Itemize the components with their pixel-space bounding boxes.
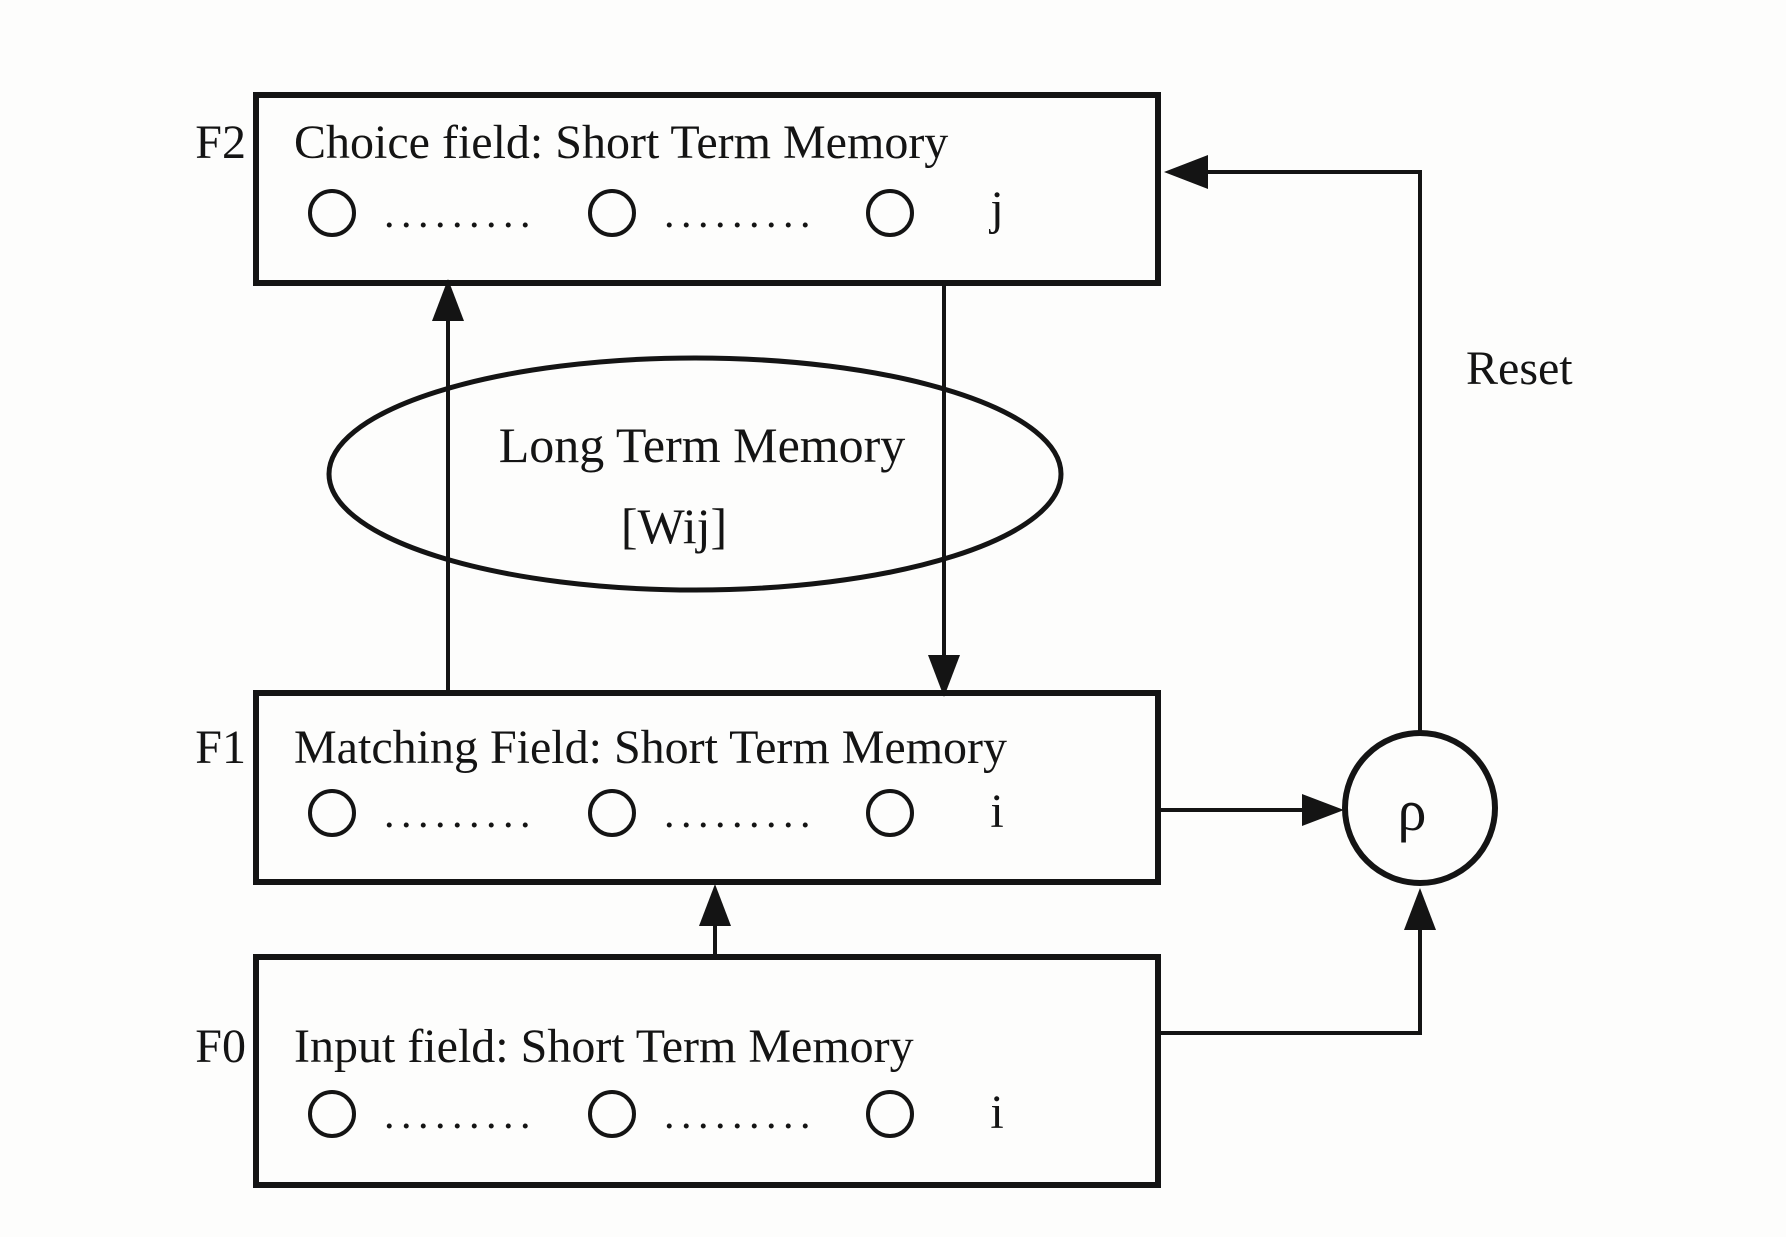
f1-title: Matching Field: Short Term Memory (294, 721, 1007, 774)
f0-node-index: i (990, 1086, 1003, 1139)
f2-node-circle (866, 189, 914, 237)
arrow-right-head (1302, 794, 1344, 826)
f1-dots: ......... (384, 791, 537, 837)
arrow-f1-to-vigilance (1160, 794, 1344, 826)
f0-tag: F0 (195, 1020, 246, 1073)
arrow-f0-to-vigilance-path (1160, 928, 1422, 1035)
arrow-f1-to-f2 (432, 279, 464, 693)
f0-node-circle (308, 1090, 356, 1138)
f2-box-rect (253, 92, 1161, 286)
arrow-up-head (699, 884, 731, 926)
f2-node-circle (308, 189, 356, 237)
arrow-left-head (1164, 155, 1208, 189)
ltm-title: Long Term Memory (499, 417, 906, 473)
f2-field-box: F2 Choice field: Short Term Memory .....… (195, 92, 1161, 286)
ltm-ellipse-group: Long Term Memory [Wij] (326, 355, 1064, 593)
f2-node-index: j (988, 182, 1003, 235)
f2-dots: ......... (384, 191, 537, 237)
arrow-up-head (1404, 888, 1436, 930)
f0-field-box: F0 Input field: Short Term Memory ......… (195, 954, 1161, 1188)
arrow-down-head (928, 655, 960, 697)
f0-node-circle (866, 1090, 914, 1138)
f1-node-circle (866, 789, 914, 837)
f1-node-index: i (990, 785, 1003, 838)
ltm-ellipse (326, 355, 1064, 593)
f2-node-circle (588, 189, 636, 237)
f1-tag: F1 (195, 721, 246, 774)
arrow-f0-to-vigilance (1160, 888, 1436, 1035)
f0-node-circle (588, 1090, 636, 1138)
arrow-f2-to-f1 (928, 285, 960, 697)
f1-node-circle (308, 789, 356, 837)
f0-dots: ......... (664, 1092, 817, 1138)
f2-title: Choice field: Short Term Memory (294, 116, 948, 169)
reset-path: Reset (1164, 155, 1573, 733)
vigilance-symbol: ρ (1398, 778, 1427, 843)
f0-dots: ......... (384, 1092, 537, 1138)
f0-box-rect (253, 954, 1161, 1188)
f0-title: Input field: Short Term Memory (294, 1020, 914, 1073)
arrow-f0-to-f1 (699, 884, 731, 957)
f2-tag: F2 (195, 116, 246, 169)
vigilance-node: ρ (1342, 730, 1498, 886)
ltm-weights: [Wij] (621, 498, 727, 554)
f2-dots: ......... (664, 191, 817, 237)
f1-field-box: F1 Matching Field: Short Term Memory ...… (195, 690, 1161, 885)
f1-box-rect (253, 690, 1161, 885)
reset-label: Reset (1466, 342, 1573, 395)
f1-node-circle (588, 789, 636, 837)
reset-line (1205, 170, 1422, 733)
f1-dots: ......... (664, 791, 817, 837)
arrow-up-head (432, 279, 464, 321)
